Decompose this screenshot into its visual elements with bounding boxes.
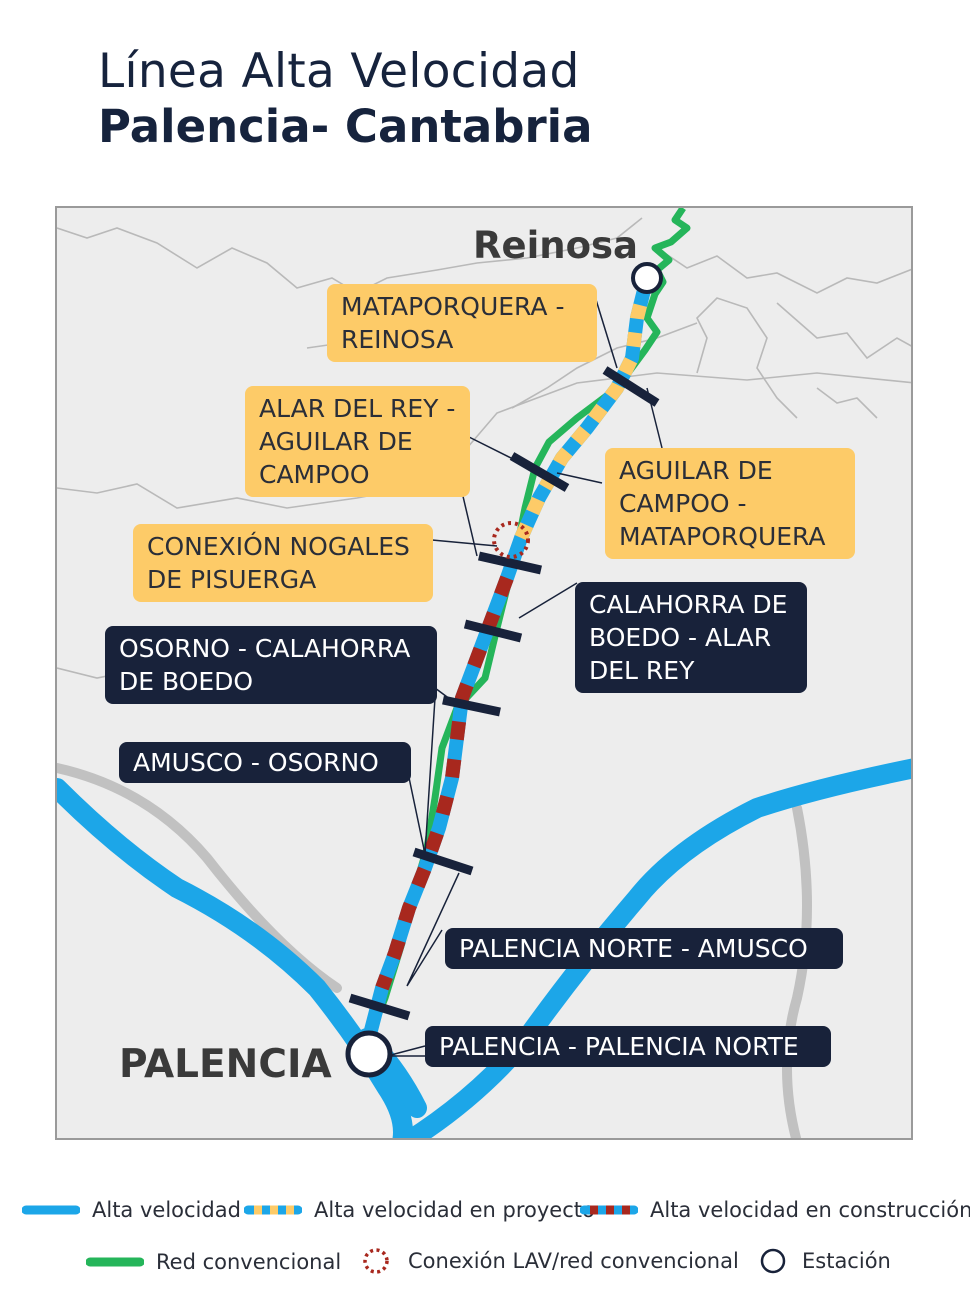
- section-conexion-nogales: CONEXIÓN NOGALES DE PISUERGA: [133, 524, 433, 602]
- province-borders: [57, 217, 911, 679]
- section-palencia-norte-amusco: PALENCIA NORTE - AMUSCO: [445, 928, 843, 969]
- legend-blue-line-icon: [22, 1205, 80, 1215]
- legend-en-proyecto: Alta velocidad en proyecto: [244, 1198, 595, 1222]
- legend-station-icon: [760, 1248, 786, 1274]
- legend-en-construccion: Alta velocidad en construcción: [580, 1198, 970, 1222]
- legend-conexion-label: Conexión LAV/red convencional: [408, 1249, 739, 1273]
- legend-red-convencional-label: Red convencional: [156, 1250, 342, 1274]
- legend-en-construccion-label: Alta velocidad en construcción: [650, 1198, 970, 1222]
- page-title: Línea Alta Velocidad Palencia- Cantabria: [98, 44, 592, 154]
- city-reinosa: Reinosa: [473, 224, 639, 267]
- legend-conexion: Conexión LAV/red convencional: [356, 1246, 739, 1276]
- map: Reinosa PALENCIA MATAPORQUERA - REINOSA …: [55, 206, 913, 1140]
- section-dividers: [348, 366, 660, 1021]
- legend-project-line-icon: [244, 1205, 302, 1215]
- connection-dotted-circle-icon: [492, 521, 530, 559]
- section-calahorra-alar: CALAHORRA DE BOEDO - ALAR DEL REY: [575, 582, 807, 693]
- legend-green-line-icon: [86, 1257, 144, 1267]
- section-alar-aguilar: ALAR DEL REY - AGUILAR DE CAMPOO: [245, 386, 470, 497]
- station-palencia-icon: [345, 1030, 393, 1078]
- title-line-1: Línea Alta Velocidad: [98, 44, 580, 99]
- hs-project-dashes: [514, 276, 654, 541]
- section-amusco-osorno: AMUSCO - OSORNO: [119, 742, 411, 783]
- label-connectors: [386, 289, 663, 1057]
- legend-connection-icon: [363, 1248, 389, 1274]
- section-mataporquera-reinosa: MATAPORQUERA - REINOSA: [327, 284, 597, 362]
- section-aguilar-mataporquera: AGUILAR DE CAMPOO - MATAPORQUERA: [605, 448, 855, 559]
- section-palencia-palencia-norte: PALENCIA - PALENCIA NORTE: [425, 1026, 831, 1067]
- legend-construction-line-icon: [580, 1205, 638, 1215]
- legend-estacion: Estación: [756, 1246, 891, 1276]
- city-palencia: PALENCIA: [119, 1042, 332, 1087]
- map-graphics: [57, 208, 911, 1138]
- legend-estacion-label: Estación: [802, 1249, 891, 1273]
- title-line-2: Palencia- Cantabria: [98, 100, 593, 153]
- section-osorno-calahorra: OSORNO - CALAHORRA DE BOEDO: [105, 626, 437, 704]
- legend-en-proyecto-label: Alta velocidad en proyecto: [314, 1198, 595, 1222]
- station-reinosa-icon: [631, 262, 663, 294]
- conventional-line: [365, 208, 691, 1040]
- legend-alta-velocidad-label: Alta velocidad: [92, 1198, 241, 1222]
- legend-alta-velocidad: Alta velocidad: [22, 1198, 241, 1222]
- legend-red-convencional: Red convencional: [86, 1250, 341, 1274]
